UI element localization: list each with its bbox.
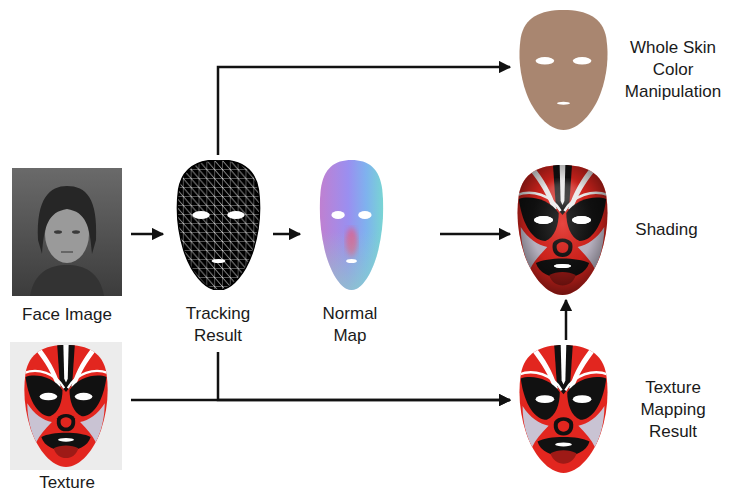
figure-node: Shading [515, 165, 715, 295]
figure-label: Face Image [8, 304, 126, 326]
arrow-connector [273, 233, 300, 236]
hair [38, 186, 96, 254]
texture-ground [10, 342, 122, 470]
figure-label: Texture [8, 472, 126, 494]
mesh-face [175, 160, 262, 290]
figure-node: Face Image [8, 168, 126, 326]
figure-node: Texture [8, 342, 126, 494]
arrow-connector [131, 233, 163, 236]
photo-ground [12, 168, 122, 296]
figure-label: Tracking Result [168, 303, 268, 347]
figure-node: Whole Skin Color Manipulation [515, 10, 728, 130]
figure-label: Whole Skin Color Manipulation [618, 37, 728, 103]
eye [54, 230, 62, 234]
arrow-connector [218, 352, 510, 400]
arrow-connector [440, 233, 510, 236]
normal-face [318, 160, 385, 290]
arrow-connector [218, 67, 510, 155]
mouth [61, 251, 73, 253]
skin-face [519, 10, 607, 130]
arrow-connector [565, 300, 568, 340]
texture-mask [22, 345, 110, 467]
shoulders [30, 265, 104, 296]
mapped-mask [517, 345, 610, 473]
shading-overlay [515, 165, 610, 295]
figure-node: Texture Mapping Result [515, 345, 728, 475]
figure-label: Texture Mapping Result [618, 377, 728, 443]
figure-label: Shading [618, 219, 715, 241]
figure-node: Normal Map [305, 160, 395, 347]
eye [72, 230, 80, 234]
figure-label: Normal Map [305, 303, 395, 347]
face-photo [12, 168, 122, 296]
shaded-mask [515, 165, 610, 295]
figure-node: Tracking Result [168, 160, 268, 347]
